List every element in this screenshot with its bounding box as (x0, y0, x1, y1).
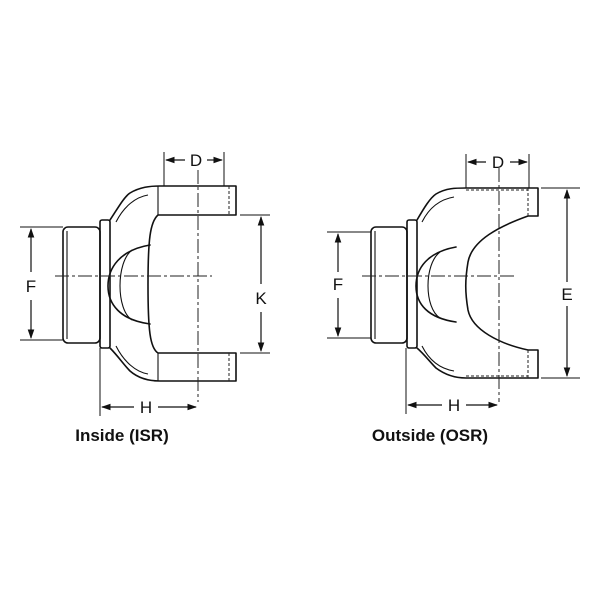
osr-yoke-body (416, 187, 539, 379)
osr-cross-dome (415, 246, 457, 323)
osr-label-f: F (333, 275, 343, 294)
isr-label-h: H (140, 398, 152, 417)
osr-label-d: D (492, 153, 504, 172)
isr-yoke-drawing (55, 170, 237, 402)
osr-yoke-drawing (362, 168, 539, 402)
isr-dim-h: H (99, 348, 197, 417)
isr-yoke-body (109, 185, 237, 382)
isr-label-f: F (26, 277, 36, 296)
osr-dim-d: D (465, 153, 530, 188)
isr-flange (62, 226, 101, 344)
isr-label-d: D (190, 151, 202, 170)
osr-collar (406, 219, 418, 349)
osr-dim-f: F (327, 231, 371, 339)
osr-dim-e: E (541, 187, 580, 379)
isr-caption: Inside (ISR) (75, 426, 169, 445)
isr-dim-d: D (163, 151, 225, 186)
osr-flange (370, 226, 408, 344)
isr-cross-dome (107, 244, 151, 325)
osr-dim-h: H (405, 348, 498, 415)
osr-caption: Outside (OSR) (372, 426, 488, 445)
isr-label-k: K (255, 289, 267, 308)
isr-dim-k: K (240, 214, 270, 354)
osr-label-e: E (561, 285, 572, 304)
isr-collar (99, 219, 111, 349)
isr-dim-f: F (20, 226, 63, 341)
osr-label-h: H (448, 396, 460, 415)
